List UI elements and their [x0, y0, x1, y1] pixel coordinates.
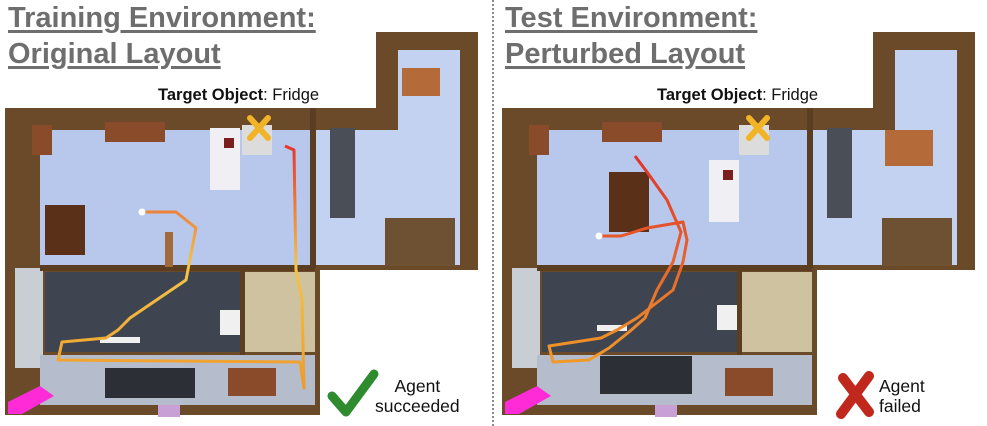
sofa — [105, 368, 195, 398]
target-x-mark-icon — [746, 115, 770, 141]
outcome-text: Agent succeeded — [375, 376, 460, 416]
laundry-floor — [737, 272, 812, 352]
bathroom-floor — [542, 272, 737, 352]
outcome-line-2: failed — [879, 396, 921, 416]
wall — [737, 265, 742, 355]
door — [165, 232, 173, 267]
shower-tray — [100, 337, 140, 343]
toilet-floor — [15, 268, 43, 368]
agent-path — [56, 144, 306, 390]
wall — [537, 265, 812, 271]
wall — [807, 108, 813, 268]
title-line-1: Test Environment: — [505, 2, 758, 34]
outcome-line-1: Agent — [394, 376, 441, 396]
desk — [105, 122, 165, 142]
shower-tray — [597, 325, 627, 331]
test-panel: Test Environment: Perturbed Layout Targe… — [497, 0, 987, 426]
crate — [385, 218, 455, 266]
outcome-line-2: succeeded — [375, 396, 460, 416]
target-object-label: Target Object: Fridge — [657, 86, 818, 105]
target-value: : Fridge — [263, 86, 320, 104]
title-line-2: Original Layout — [8, 38, 221, 70]
wall — [240, 265, 245, 355]
check-mark-icon — [327, 369, 379, 417]
path-start-dot — [138, 208, 146, 216]
training-panel: Training Environment: Original Layout Ta… — [0, 0, 490, 426]
outcome-text: Agent failed — [879, 376, 925, 416]
agent-start-icon — [505, 386, 551, 414]
desk — [602, 122, 662, 142]
shelf — [32, 125, 52, 155]
agent-start-icon — [8, 386, 54, 414]
side-table — [402, 68, 440, 96]
kitchen-counter — [827, 128, 852, 218]
training-floorplan — [5, 32, 478, 417]
wall — [40, 265, 315, 271]
target-x-mark-icon — [247, 115, 271, 141]
agent-path — [547, 155, 689, 364]
target-value: : Fridge — [762, 86, 819, 104]
path-start-dot — [595, 232, 603, 240]
sink — [717, 305, 737, 330]
cross-mark-icon — [836, 371, 874, 419]
side-table — [885, 130, 933, 166]
kitchen-counter — [330, 128, 355, 218]
wall — [310, 108, 316, 268]
outcome-line-1: Agent — [879, 376, 925, 396]
sink — [220, 310, 240, 335]
pillow — [723, 170, 733, 180]
target-label: Target Object — [657, 86, 763, 104]
rug — [655, 405, 677, 417]
cabinet — [725, 368, 773, 396]
shelf — [529, 125, 549, 155]
dining-table — [45, 205, 85, 255]
rug — [158, 405, 180, 417]
panel-divider — [492, 0, 494, 426]
dining-floor — [895, 50, 957, 135]
toilet-floor — [512, 268, 540, 368]
bed — [709, 160, 739, 222]
bed — [210, 128, 240, 190]
target-object-label: Target Object: Fridge — [158, 86, 319, 105]
crate — [882, 218, 952, 266]
sofa — [600, 356, 692, 394]
test-floorplan — [502, 32, 975, 419]
dining-table — [609, 172, 649, 232]
title-line-1: Training Environment: — [8, 2, 316, 34]
cabinet — [228, 368, 276, 396]
target-label: Target Object — [158, 86, 264, 104]
bathroom-floor — [45, 272, 240, 352]
title-line-2: Perturbed Layout — [505, 38, 746, 70]
pillow — [224, 138, 234, 148]
